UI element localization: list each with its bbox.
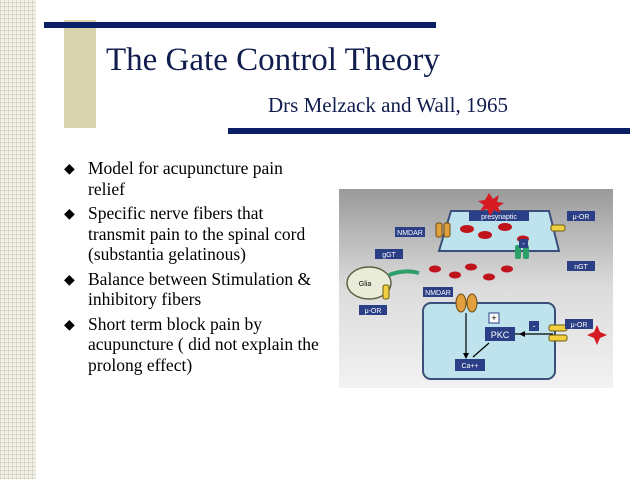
minus-small-box — [519, 239, 528, 248]
bullet-diamond-icon: ◆ — [64, 272, 75, 288]
mu-or-right-label: μ-OR — [571, 322, 588, 329]
presynaptic-label: presynaptic — [481, 214, 517, 221]
arrow-head — [519, 331, 525, 337]
ca-label: Ca++ — [461, 363, 478, 370]
bullet-list: ◆ Model for acupuncture pain relief ◆ Sp… — [62, 158, 324, 379]
decorative-side-stripe — [0, 0, 36, 479]
transporter — [523, 245, 529, 259]
glia-receptor — [382, 284, 390, 300]
mu-or-top-label: μ-OR — [573, 214, 590, 221]
mu-receptor — [548, 324, 568, 332]
vesicle — [460, 225, 474, 233]
agonist-star-icon — [587, 325, 607, 345]
ca-box — [455, 359, 485, 371]
slide-subtitle: Drs Melzack and Wall, 1965 — [268, 93, 508, 117]
bottom-rule — [228, 128, 630, 134]
released-vesicle — [501, 265, 513, 273]
ngt-box — [567, 261, 595, 271]
mu-or-right-box — [565, 319, 593, 329]
presynaptic-label-box — [469, 211, 529, 221]
bullet-item: ◆ Short term block pain by acupuncture (… — [62, 314, 324, 376]
receptor-channel — [550, 224, 566, 232]
released-vesicle — [449, 271, 461, 279]
plus-label: + — [491, 313, 496, 323]
bullet-text: Model for acupuncture pain relief — [88, 158, 283, 199]
released-vesicle — [465, 263, 477, 271]
released-vesicle — [429, 265, 441, 273]
arrow-line — [472, 342, 490, 358]
ngt-label: nGT — [574, 264, 588, 271]
mu-receptor — [548, 334, 568, 342]
nmda-receptor — [466, 293, 478, 313]
minus-small-label: - — [522, 239, 525, 248]
bullet-item: ◆ Model for acupuncture pain relief — [62, 158, 324, 199]
bullet-text: Balance between Stimulation & inhibitory… — [88, 268, 312, 310]
vesicle — [498, 223, 512, 231]
mu-or-top-box — [567, 211, 595, 221]
synapse-diagram: presynaptic NMDAR μ-OR nGT gGT Glia μ-OR… — [339, 189, 613, 388]
plus-box — [488, 312, 500, 324]
bullet-text: Specific nerve fibers that transmit pain… — [88, 203, 306, 264]
nmdar-top-box — [395, 227, 425, 237]
bullet-text: Short term block pain by acupuncture ( d… — [88, 313, 319, 375]
ggt-box — [375, 249, 403, 259]
transporter — [515, 245, 521, 259]
bullet-diamond-icon: ◆ — [64, 207, 75, 222]
glia-cell — [346, 266, 392, 300]
arrow-head — [463, 353, 469, 359]
nmda-receptor — [455, 293, 467, 313]
vesicle — [478, 231, 492, 239]
top-rule — [44, 22, 436, 28]
bullet-diamond-icon: ◆ — [64, 317, 75, 333]
bullet-item: ◆ Balance between Stimulation & inhibito… — [62, 269, 324, 310]
slide-title: The Gate Control Theory — [106, 42, 440, 78]
nmdar-top-label: NMDAR — [397, 230, 423, 237]
title-accent-block — [64, 20, 96, 128]
released-vesicle — [483, 273, 495, 281]
glia-label: Glia — [359, 281, 372, 288]
stimulus-burst-icon — [478, 193, 504, 216]
mu-or-left-box — [359, 305, 387, 315]
minus-box — [529, 321, 539, 331]
nmdar-mid-label: NMDAR — [425, 290, 451, 297]
bullet-diamond-icon: ◆ — [64, 162, 75, 177]
minus-right-label: - — [533, 321, 536, 331]
bullet-item: ◆ Specific nerve fibers that transmit pa… — [62, 203, 324, 265]
pkc-label: PKC — [491, 330, 510, 340]
glia-process — [388, 269, 420, 277]
receptor-channel — [435, 222, 443, 238]
receptor-channel — [443, 222, 451, 238]
ggt-label: gGT — [382, 252, 396, 259]
nmdar-mid-box — [423, 287, 453, 297]
mu-or-left-label: μ-OR — [365, 308, 382, 315]
pkc-box — [485, 327, 515, 341]
